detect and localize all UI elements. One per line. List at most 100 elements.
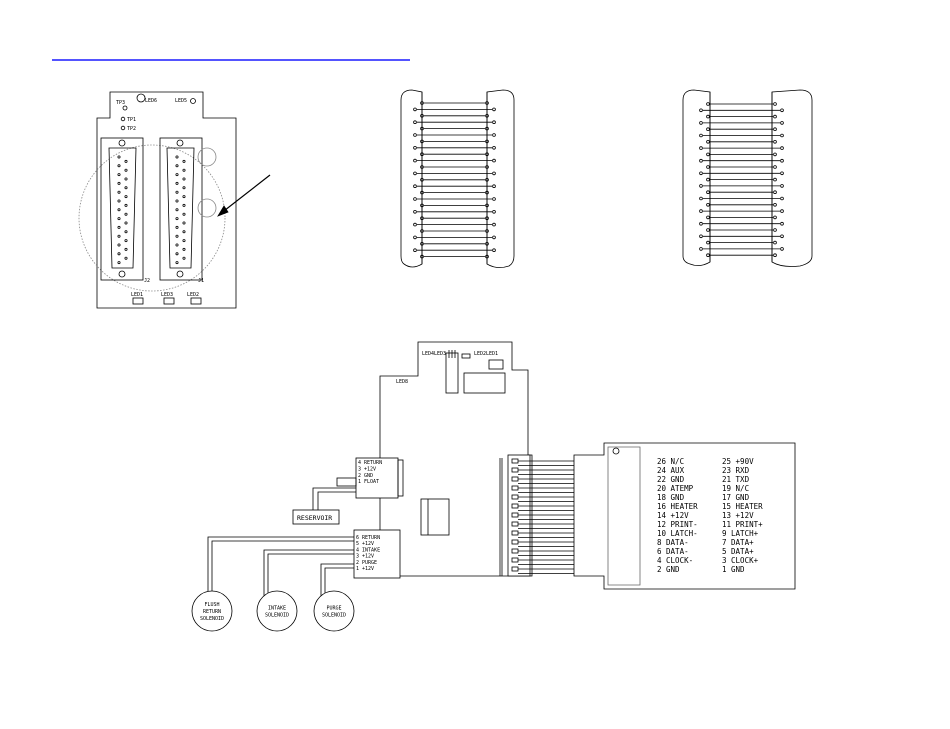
ribbon-pin-label-even: 26 N/C	[657, 457, 684, 466]
pin-dot	[124, 221, 128, 225]
pin-dot	[420, 178, 424, 182]
pin-dot	[492, 210, 496, 214]
pin-dot	[699, 171, 703, 176]
j5-pin-label: 3 +12V	[358, 466, 376, 472]
board-label-led8: LED8	[396, 379, 408, 385]
pin-dot	[182, 221, 186, 225]
pcb-label-led3: LED3	[161, 292, 173, 298]
pin-dot	[773, 228, 777, 232]
pin-dot	[699, 108, 703, 113]
cable-connector-b	[682, 89, 813, 267]
pin-dot	[420, 126, 424, 131]
pin-dot	[485, 101, 489, 105]
pin-dot	[175, 243, 179, 247]
pin-dot	[420, 139, 424, 144]
pin-dot	[492, 235, 496, 240]
board-label-led3: LED3	[434, 351, 446, 357]
pin-dot	[485, 203, 489, 208]
pin-dot	[413, 222, 417, 227]
pin-dot	[485, 254, 489, 259]
pin-dot	[175, 199, 179, 203]
dsub-connector-j2	[100, 137, 144, 281]
pcb-label-tp2: TP2	[127, 126, 136, 132]
pin-dot	[124, 159, 128, 163]
j5-pin-label: 2 GND	[358, 473, 373, 479]
pin-dot	[420, 254, 424, 259]
pin-dot	[420, 216, 424, 221]
pin-dot	[773, 152, 777, 157]
pin-dot	[182, 177, 186, 181]
pin-dot	[699, 196, 703, 201]
pin-dot	[706, 152, 710, 157]
ribbon-pin-label-odd: 5 DATA+	[722, 547, 754, 556]
pin-dot	[492, 171, 496, 176]
pin-dot	[485, 152, 489, 157]
pin-dot	[773, 240, 777, 245]
pin-dot	[413, 158, 417, 163]
pin-dot	[420, 190, 424, 195]
pcb-label-j2: J2	[144, 278, 150, 284]
pin-dot	[182, 203, 186, 207]
pin-dot	[492, 120, 496, 124]
pin-dot	[485, 165, 489, 169]
pin-dot	[413, 107, 417, 112]
cable-connector-a	[400, 89, 515, 268]
pin-dot	[706, 127, 710, 131]
pin-dot	[773, 215, 777, 220]
ribbon-pin-label-odd: 21 TXD	[722, 475, 750, 484]
pin-dot	[699, 158, 703, 163]
pin-dot	[420, 242, 424, 246]
j6-pin-label: 3 +12V	[356, 554, 374, 560]
pin-dot	[124, 186, 128, 190]
ribbon-pin-label-odd: 19 N/C	[722, 484, 749, 493]
pin-dot	[485, 229, 489, 233]
pin-dot	[117, 217, 121, 221]
pin-dot	[182, 239, 186, 243]
pin-dot	[182, 256, 186, 260]
pin-dot	[492, 146, 496, 150]
pin-dot	[706, 165, 710, 169]
pin-dot	[117, 173, 121, 177]
ribbon-pin-label-odd: 7 DATA+	[722, 538, 754, 547]
pin-dot	[175, 190, 179, 194]
board-label-led1: LED1	[486, 351, 498, 357]
pin-dot	[773, 203, 777, 207]
pin-dot	[124, 168, 128, 172]
pin-dot	[175, 252, 179, 256]
pin-dot	[485, 242, 489, 246]
pcb-label-led1: LED1	[131, 292, 143, 298]
pin-dot	[706, 228, 710, 232]
reservoir-label: RESERVOIR	[297, 514, 332, 522]
pin-dot	[182, 212, 186, 216]
pin-dot	[117, 164, 121, 168]
solenoid-label: PURGE	[326, 606, 341, 612]
ribbon-pin-label-odd: 23 RXD	[722, 466, 750, 475]
pin-dot	[699, 247, 703, 251]
pin-dot	[413, 171, 417, 176]
pin-dot	[413, 146, 417, 150]
pcb-label-led2: LED2	[187, 292, 199, 298]
ribbon-pin-label-even: 14 +12V	[657, 511, 689, 520]
pin-dot	[420, 203, 424, 208]
pin-dot	[413, 235, 417, 240]
ribbon-pin-label-odd: 3 CLOCK+	[722, 556, 759, 565]
pin-dot	[420, 229, 424, 233]
pin-dot	[117, 234, 121, 238]
pin-dot	[492, 158, 496, 163]
pin-dot	[175, 234, 179, 238]
ribbon-pin-label-odd: 11 PRINT+	[722, 520, 763, 529]
pin-dot	[413, 210, 417, 214]
pin-dot	[124, 195, 128, 199]
pin-dot	[175, 155, 179, 159]
pin-dot	[780, 121, 784, 125]
pin-dot	[699, 133, 703, 138]
pin-dot	[182, 159, 186, 163]
ribbon-pin-label-odd: 13 +12V	[722, 511, 754, 520]
pin-dot	[420, 101, 424, 105]
ribbon-pin-label-even: 24 AUX	[657, 466, 685, 475]
pin-dot	[124, 239, 128, 243]
pin-dot	[182, 230, 186, 234]
pin-dot	[780, 108, 784, 113]
pcb-label-tp3: TP3	[116, 100, 125, 106]
ribbon-pin-label-even: 22 GND	[657, 475, 685, 484]
